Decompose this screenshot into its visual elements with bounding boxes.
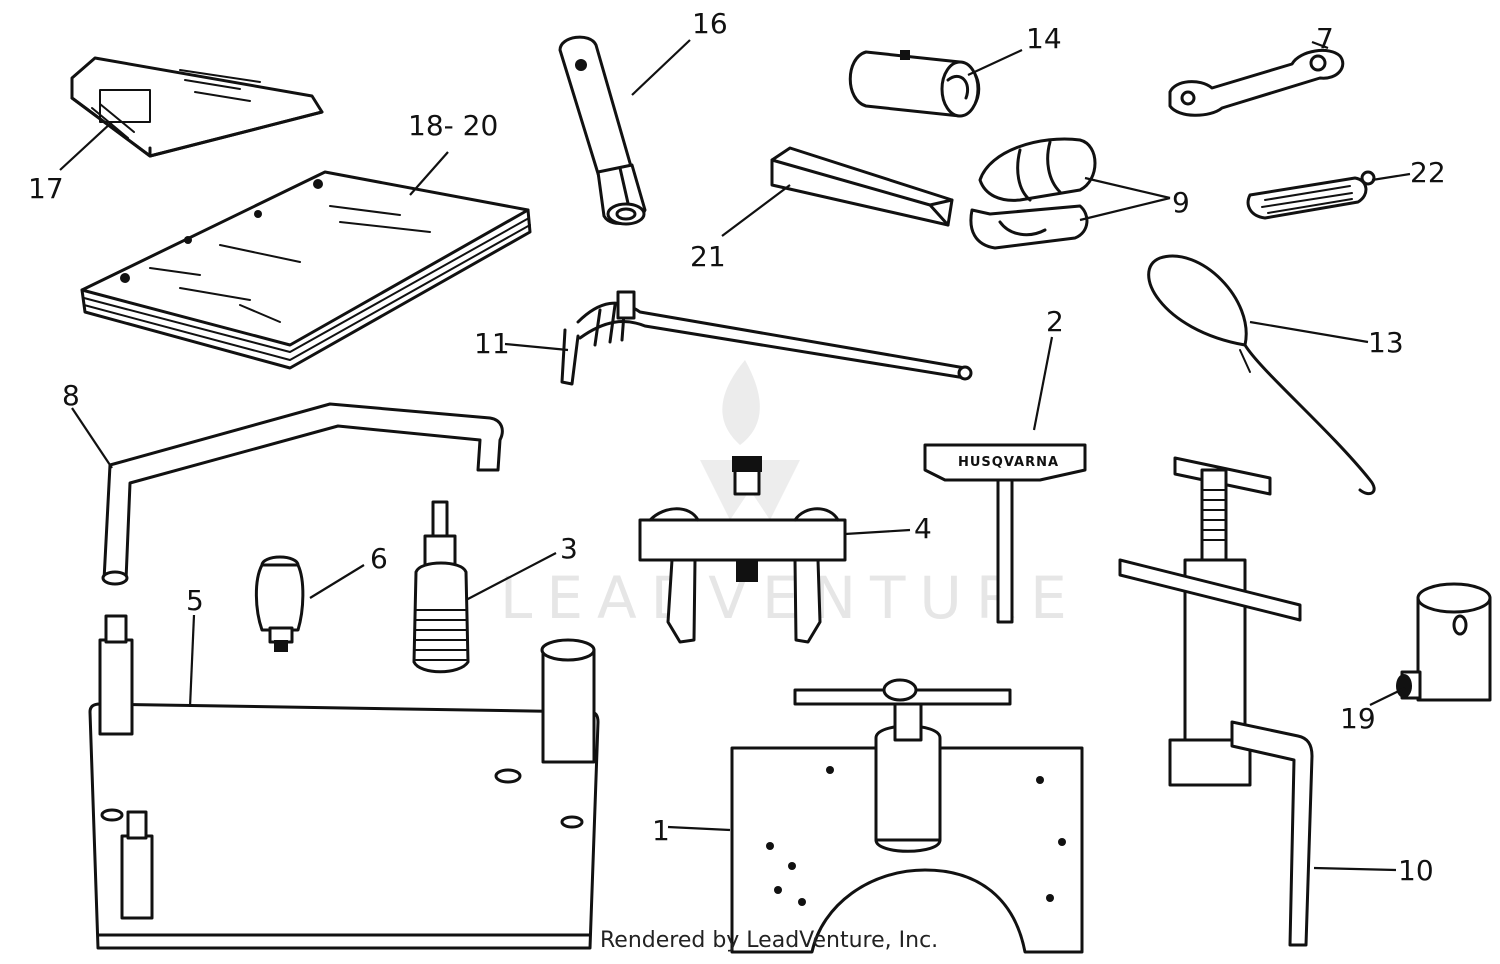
callout-2: 2: [1046, 305, 1064, 338]
watermark: LEADVENTURE: [500, 360, 1081, 632]
callout-17: 17: [28, 172, 64, 205]
part-16-spark-plug-wrench: [558, 35, 647, 226]
part-17-manual-booklet: [70, 56, 324, 158]
part-3-threaded-puller: [412, 500, 470, 674]
part-19-collar: [1396, 582, 1492, 702]
callout-1: 1: [652, 814, 670, 847]
part-1-press-stand: [730, 678, 1084, 954]
part-9-clamp-halves: [969, 137, 1097, 250]
callout-7: 7: [1316, 22, 1334, 55]
callout-labels: 17 18- 20 16 14 7 21 9 22 11 13 2 8 6 3 …: [28, 7, 1446, 887]
part-21-square-bar: [770, 146, 954, 227]
part-6-adapter: [254, 555, 305, 652]
leader-lines: [59, 39, 1411, 872]
callout-14: 14: [1026, 22, 1062, 55]
callout-4: 4: [914, 512, 932, 545]
part-13-loop-wire: [1147, 254, 1376, 496]
part-2-t-handle-hex-key: HUSQVARNA: [923, 443, 1087, 624]
handle-brand: HUSQVARNA: [958, 455, 1059, 470]
part-8-cranked-bar: [101, 402, 504, 586]
callout-16: 16: [692, 7, 728, 40]
callout-22: 22: [1410, 156, 1446, 189]
part-11-holder-tool: [560, 290, 973, 386]
callout-11: 11: [474, 327, 510, 360]
callout-3: 3: [560, 532, 578, 565]
part-7-combination-wrench: [1168, 48, 1345, 117]
callout-5: 5: [186, 584, 204, 617]
callout-19: 19: [1340, 702, 1376, 735]
part-18-20-workshop-manuals: [80, 170, 532, 370]
callout-13: 13: [1368, 326, 1404, 359]
callout-21: 21: [690, 240, 726, 273]
part-22-small-file: [1246, 170, 1376, 220]
part-4-two-leg-puller: [638, 456, 847, 644]
callout-8: 8: [62, 379, 80, 412]
callout-18-20: 18- 20: [408, 109, 498, 142]
render-credit: Rendered by LeadVenture, Inc.: [600, 928, 939, 953]
callout-10: 10: [1398, 854, 1434, 887]
part-14-sleeve: [848, 50, 981, 118]
callout-9: 9: [1172, 186, 1190, 219]
part-10-screw-press: [1118, 456, 1314, 947]
part-5-base-plate: [88, 614, 600, 950]
callout-6: 6: [370, 542, 388, 575]
watermark-text: LEADVENTURE: [500, 564, 1081, 632]
